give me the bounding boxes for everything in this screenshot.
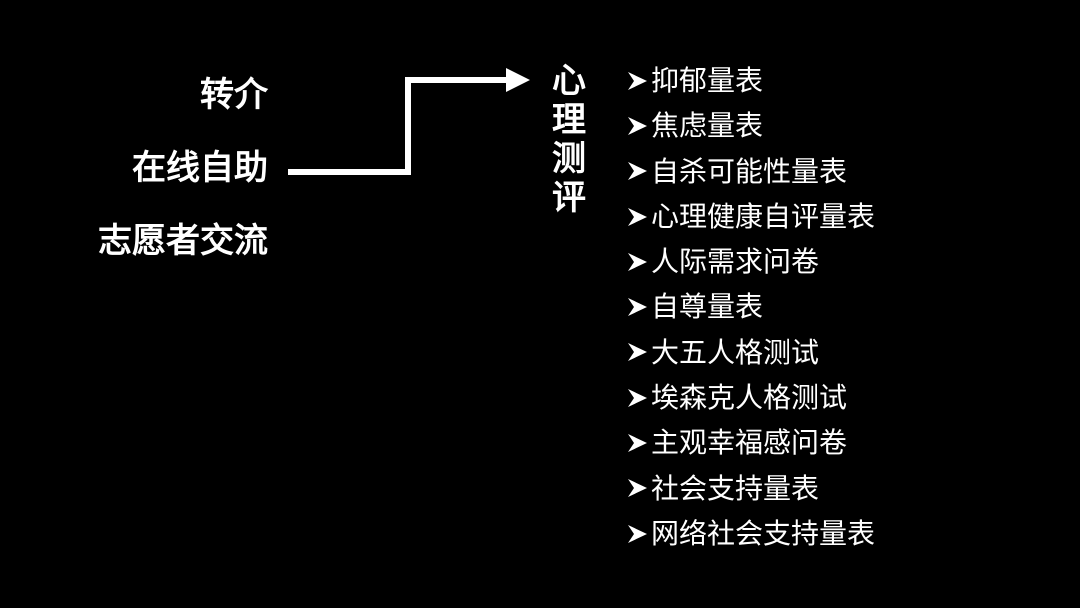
list-item: 焦虑量表 bbox=[626, 103, 875, 148]
list-item-label: 自尊量表 bbox=[651, 290, 764, 324]
list-item-label: 抑郁量表 bbox=[651, 64, 764, 97]
option-online-self-help: 在线自助 bbox=[132, 148, 268, 188]
list-item-label: 社会支持量表 bbox=[651, 471, 820, 505]
arrowhead-bullet-icon bbox=[628, 524, 647, 543]
list-item: 自尊量表 bbox=[626, 284, 875, 329]
list-item-label: 主观幸福感问卷 bbox=[651, 426, 848, 460]
arrowhead-bullet-icon bbox=[628, 116, 647, 135]
arrowhead-bullet-icon bbox=[628, 71, 647, 90]
list-item-label: 网络社会支持量表 bbox=[651, 516, 876, 550]
title-char: 测 bbox=[552, 139, 586, 179]
list-item: 网络社会支持量表 bbox=[626, 511, 875, 556]
title-char: 理 bbox=[552, 100, 586, 140]
arrowhead-bullet-icon bbox=[628, 298, 647, 317]
arrowhead-bullet-icon bbox=[628, 162, 647, 181]
connector-line bbox=[288, 77, 510, 175]
list-item: 抑郁量表 bbox=[626, 58, 875, 103]
list-item: 人际需求问卷 bbox=[626, 239, 875, 284]
psychological-assessment-title: 心 理 测 评 bbox=[549, 62, 589, 218]
list-item-label: 自杀可能性量表 bbox=[651, 154, 848, 188]
option-volunteer-exchange: 志愿者交流 bbox=[98, 221, 268, 261]
arrowhead-bullet-icon bbox=[628, 434, 647, 453]
list-item-label: 埃森克人格测试 bbox=[651, 381, 848, 415]
list-item: 大五人格测试 bbox=[626, 330, 875, 375]
list-item-label: 人际需求问卷 bbox=[651, 245, 820, 279]
list-item: 自杀可能性量表 bbox=[626, 149, 875, 194]
arrowhead-bullet-icon bbox=[628, 252, 647, 271]
title-char: 评 bbox=[552, 178, 586, 218]
list-item: 主观幸福感问卷 bbox=[626, 420, 875, 465]
list-item-label: 大五人格测试 bbox=[651, 335, 820, 369]
left-options: 转介 在线自助 志愿者交流 bbox=[98, 78, 268, 297]
arrowhead-bullet-icon bbox=[628, 388, 647, 407]
option-referral: 转介 bbox=[200, 75, 268, 115]
connector-arrowhead bbox=[506, 68, 530, 92]
arrowhead-bullet-icon bbox=[628, 479, 647, 498]
list-item: 社会支持量表 bbox=[626, 466, 875, 511]
title-char: 心 bbox=[552, 61, 586, 101]
list-item-label: 心理健康自评量表 bbox=[651, 199, 876, 233]
arrowhead-bullet-icon bbox=[628, 207, 647, 226]
list-item: 埃森克人格测试 bbox=[626, 375, 875, 420]
scale-list: 抑郁量表 焦虑量表 自杀可能性量表 心理健康自评量表 人际需求问卷 自尊量表 大… bbox=[626, 58, 875, 556]
list-item: 心理健康自评量表 bbox=[626, 194, 875, 239]
list-item-label: 焦虑量表 bbox=[651, 109, 764, 143]
arrowhead-bullet-icon bbox=[628, 343, 647, 362]
